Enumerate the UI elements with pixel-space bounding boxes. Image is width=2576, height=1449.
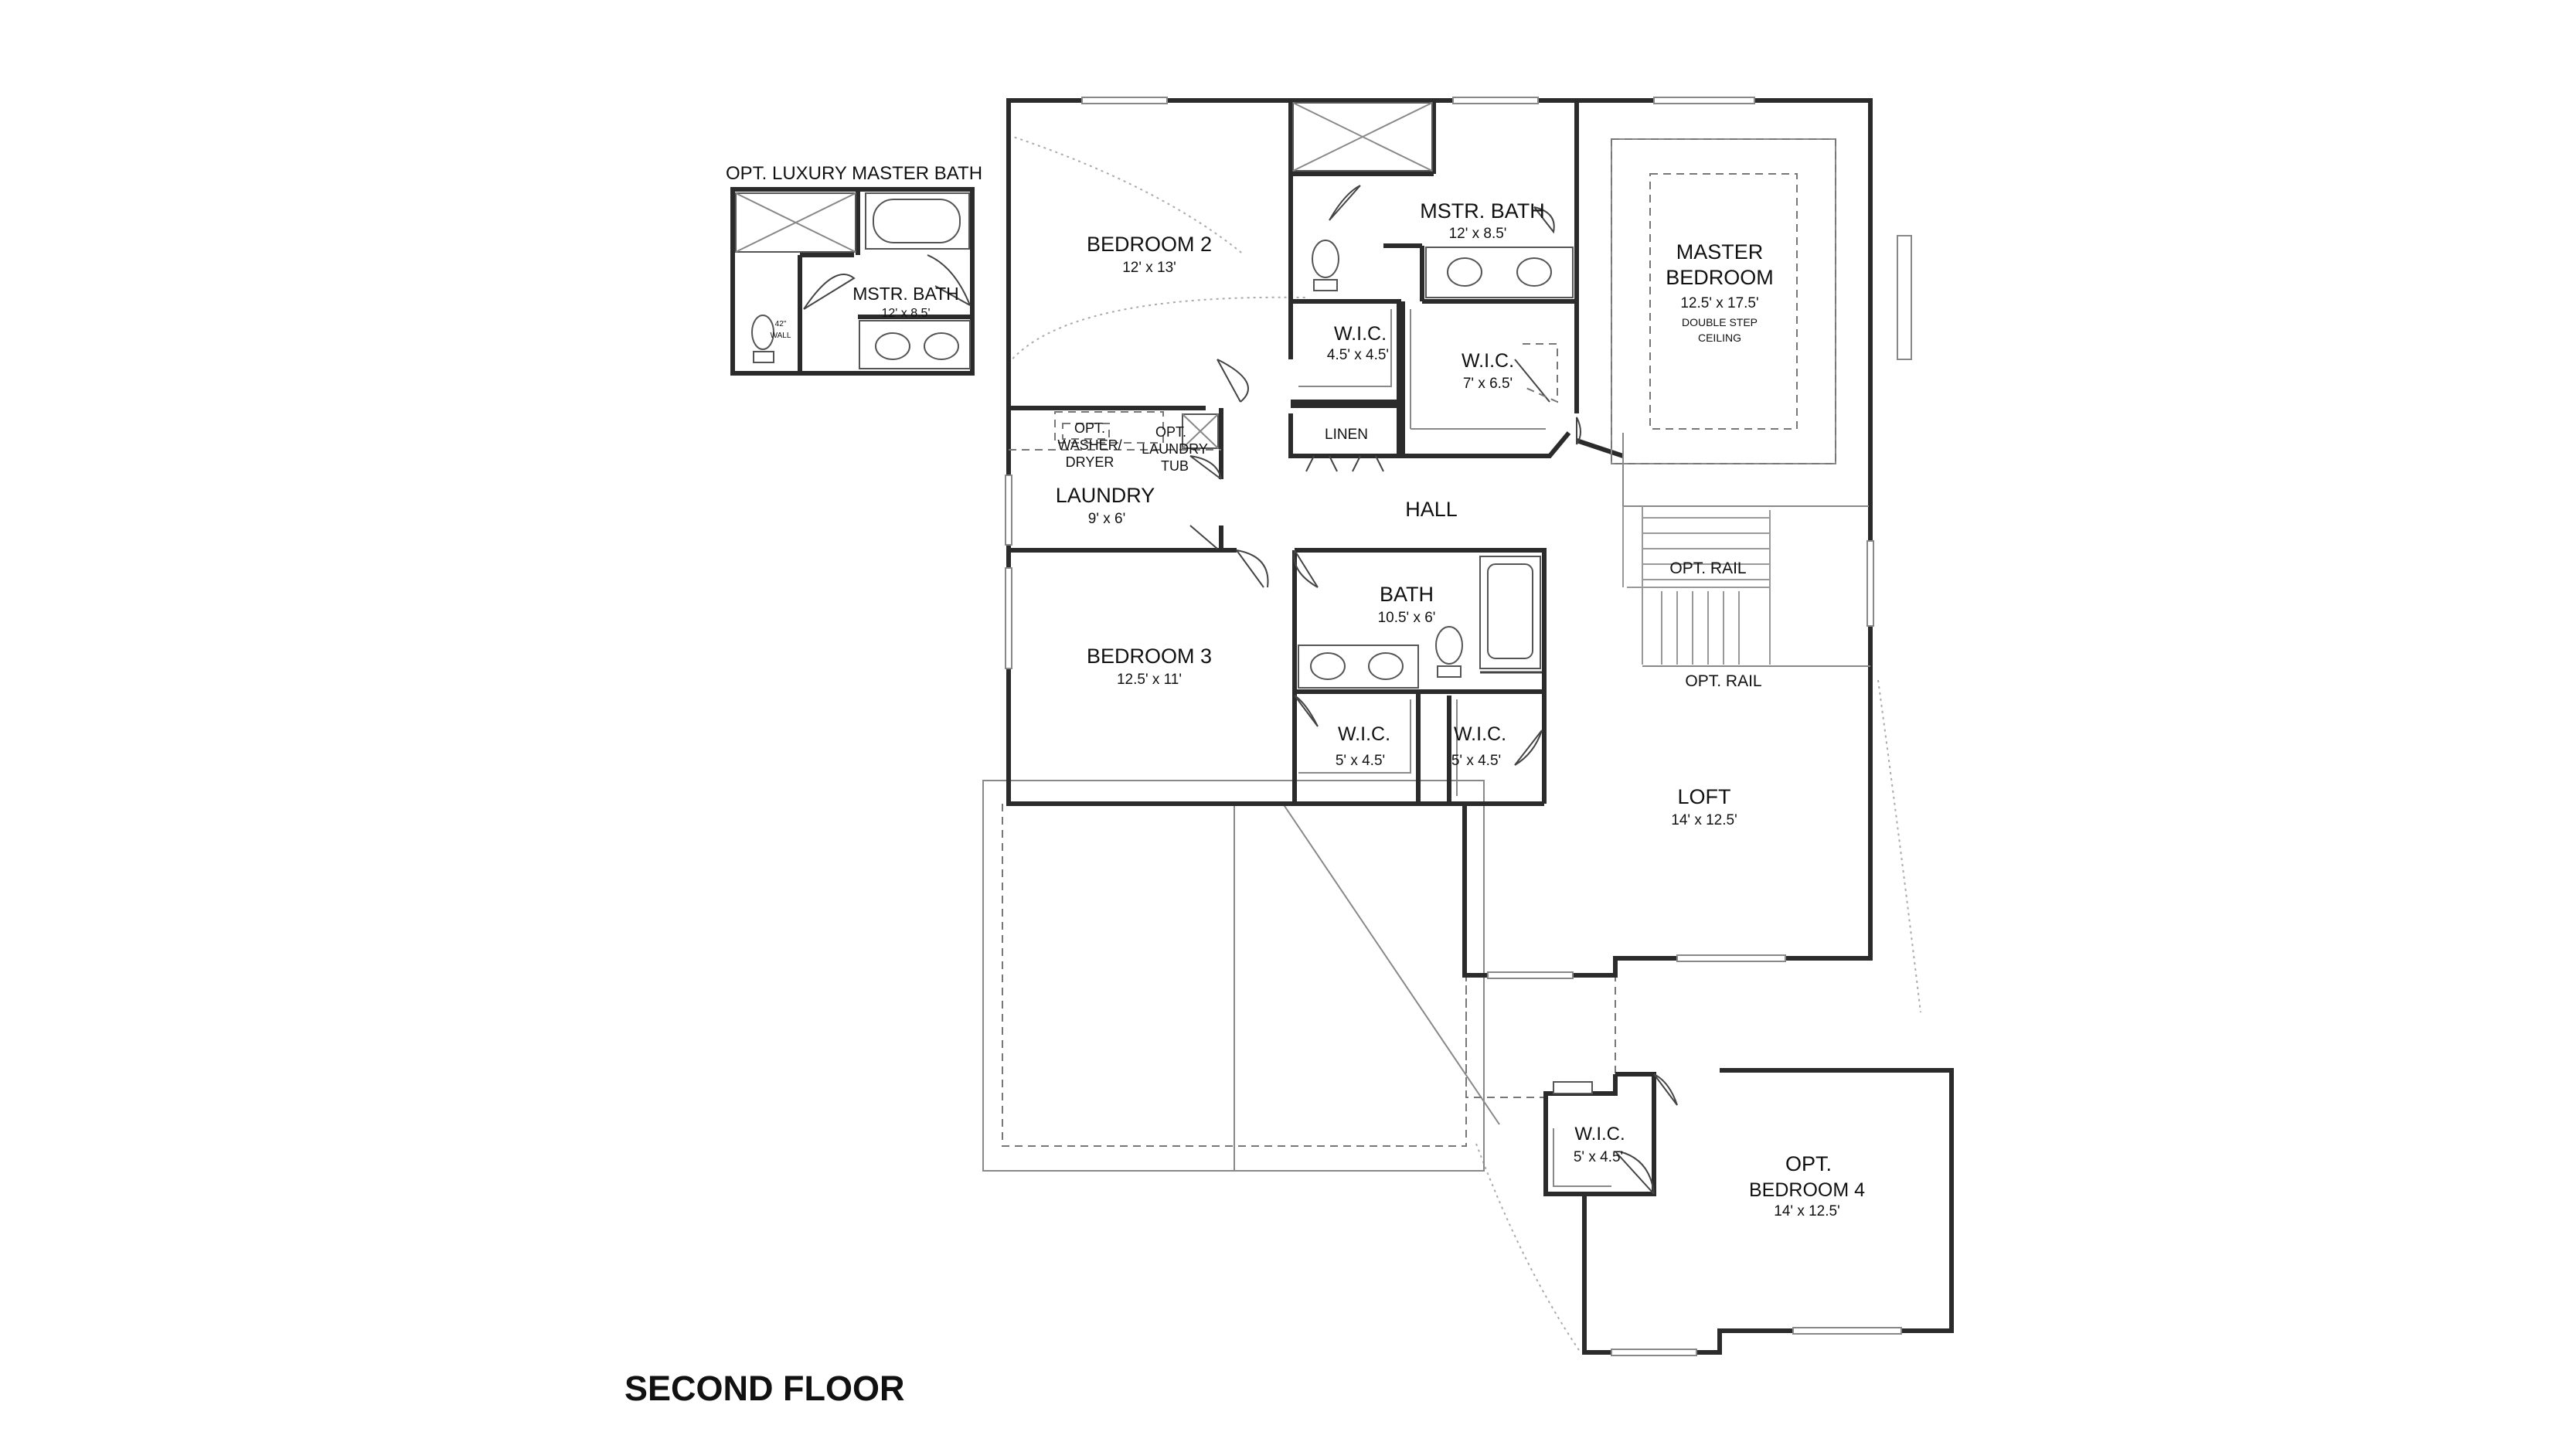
opt-bath-dim: 12' x 8.5': [881, 307, 930, 320]
optional-luxury-bath: [730, 187, 975, 376]
master-ceiling-note: DOUBLE STEP: [1682, 316, 1758, 328]
loft-name: LOFT: [1677, 785, 1730, 808]
roof-line: [1008, 134, 1245, 256]
opt-rail-label: OPT. RAIL: [1685, 672, 1761, 690]
roof-line: [1008, 296, 1307, 364]
laundry-name: LAUNDRY: [1056, 484, 1155, 507]
laundry-opt-tub: TUB: [1161, 458, 1189, 474]
linen-name: LINEN: [1325, 427, 1368, 443]
fixtures: [1009, 102, 1574, 796]
bath-name: BATH: [1380, 583, 1434, 606]
master-ceiling: [1611, 138, 1836, 464]
bedroom3-name: BEDROOM 3: [1087, 645, 1212, 668]
windows: [1005, 97, 1912, 979]
laundry-opt-tub: LAUNDRY: [1142, 441, 1208, 457]
loft-dim: 14' x 12.5': [1671, 812, 1737, 828]
bedroom2-dim: 12' x 13': [1122, 260, 1176, 276]
floor-label: SECOND FLOOR: [624, 1369, 905, 1408]
mstr-bath-dim: 12' x 8.5': [1449, 226, 1507, 242]
bedroom4-dim: 14' x 12.5': [1774, 1203, 1839, 1219]
wic-bath-dim: 5' x 4.5': [1451, 753, 1501, 769]
wic-master-name: W.I.C.: [1462, 350, 1514, 372]
wic-bedroom3-dim: 5' x 4.5': [1336, 753, 1385, 769]
roof-line: [1475, 1143, 1581, 1353]
laundry-opt-washer: OPT.: [1074, 420, 1105, 436]
master-bedroom-name: BEDROOM: [1666, 266, 1774, 289]
mstr-bath-name: MSTR. BATH: [1420, 199, 1545, 223]
bedroom4-name: OPT.: [1785, 1152, 1832, 1175]
bath-dim: 10.5' x 6': [1378, 610, 1436, 626]
master-bedroom-name: MASTER: [1676, 240, 1764, 264]
wic-bedroom3-name: W.I.C.: [1338, 723, 1390, 745]
laundry-opt-tub: OPT.: [1155, 424, 1186, 440]
hall-name: HALL: [1405, 498, 1458, 521]
bedroom2-name: BEDROOM 2: [1087, 233, 1212, 256]
wic-bedroom4-dim: 5' x 4.5': [1574, 1149, 1623, 1165]
wic-bedroom4-name: W.I.C.: [1574, 1124, 1625, 1145]
wic-bath-name: W.I.C.: [1454, 723, 1506, 745]
bedroom3-dim: 12.5' x 11': [1117, 672, 1182, 688]
laundry-opt-washer: WASHER/: [1057, 437, 1121, 453]
main-walls: [1006, 98, 1873, 978]
master-bedroom-dim: 12.5' x 17.5': [1680, 295, 1758, 311]
opt-rail-label: OPT. RAIL: [1669, 560, 1746, 577]
laundry-dim: 9' x 6': [1088, 511, 1125, 527]
opt-bath-name: MSTR. BATH: [852, 284, 959, 304]
optional-bath-title: OPT. LUXURY MASTER BATH: [726, 163, 982, 184]
bedroom4-walls: [1543, 1068, 1954, 1356]
laundry-opt-washer: DRYER: [1066, 454, 1114, 470]
bedroom4-name: BEDROOM 4: [1749, 1179, 1865, 1201]
stairs: [1622, 506, 1870, 667]
opt-bath-wall-note: 42": [775, 320, 787, 328]
roof-line: [1877, 679, 1921, 1013]
wic-small-name: W.I.C.: [1334, 323, 1387, 345]
opt-bath-wall-note: WALL: [771, 332, 791, 340]
wic-master-dim: 7' x 6.5': [1463, 376, 1513, 392]
master-ceiling-note: CEILING: [1698, 332, 1741, 344]
doors: [1189, 185, 1581, 766]
wic-small-dim: 4.5' x 4.5': [1327, 347, 1389, 363]
